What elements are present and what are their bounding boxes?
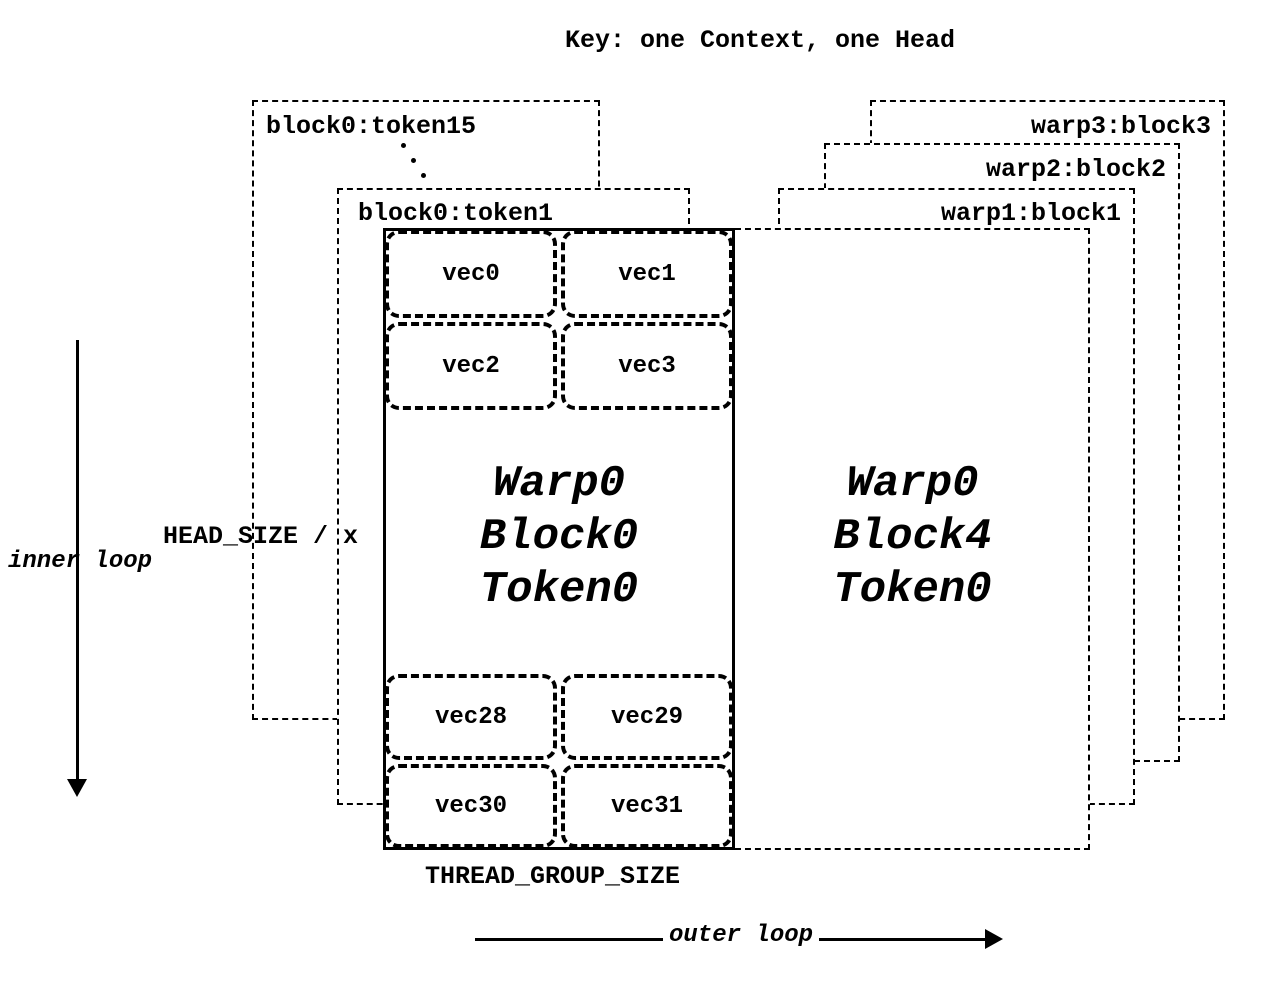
vec31-cell: vec31 [561, 764, 733, 848]
diagram-title: Key: one Context, one Head [564, 26, 956, 55]
warp0-block4-title: Warp0 Block4 Token0 [737, 458, 1088, 617]
vec28-cell: vec28 [385, 674, 557, 760]
inner-loop-label: inner loop [8, 548, 153, 575]
warp0-block0-line3: Token0 [479, 565, 639, 615]
block0-token1-label: block0:token1 [358, 199, 554, 228]
warp0-block0-title: Warp0 Block0 Token0 [385, 458, 733, 617]
ellipsis-dot [401, 143, 406, 148]
warp0-block4-line3: Token0 [833, 565, 992, 615]
inner-loop-arrowhead [67, 779, 87, 797]
vec2-cell: vec2 [385, 322, 557, 410]
vec3-cell: vec3 [561, 322, 733, 410]
ellipsis-dot [421, 173, 426, 178]
warp0-block4-box [735, 228, 1090, 850]
inner-loop-arrow [76, 340, 79, 780]
warp0-block0-line2: Block0 [479, 512, 639, 562]
outer-loop-label: outer loop [663, 922, 820, 949]
vec29-cell: vec29 [561, 674, 733, 760]
ellipsis-dot [411, 158, 416, 163]
vec0-cell: vec0 [385, 230, 557, 318]
warp0-block4-line2: Block4 [833, 512, 992, 562]
thread-group-size-label: THREAD_GROUP_SIZE [425, 862, 681, 891]
block0-token15-label: block0:token15 [266, 112, 477, 141]
warp1-block1-label: warp1:block1 [940, 199, 1121, 228]
warp3-block3-label: warp3:block3 [1030, 112, 1211, 141]
vec1-cell: vec1 [561, 230, 733, 318]
outer-loop-arrowhead [985, 929, 1003, 949]
warp2-block2-label: warp2:block2 [985, 155, 1166, 184]
warp0-block4-line1: Warp0 [846, 459, 979, 509]
warp0-block0-line1: Warp0 [492, 459, 626, 509]
head-size-label: HEAD_SIZE / x [163, 522, 359, 551]
warp0-block0-box [383, 228, 735, 850]
vec30-cell: vec30 [385, 764, 557, 848]
